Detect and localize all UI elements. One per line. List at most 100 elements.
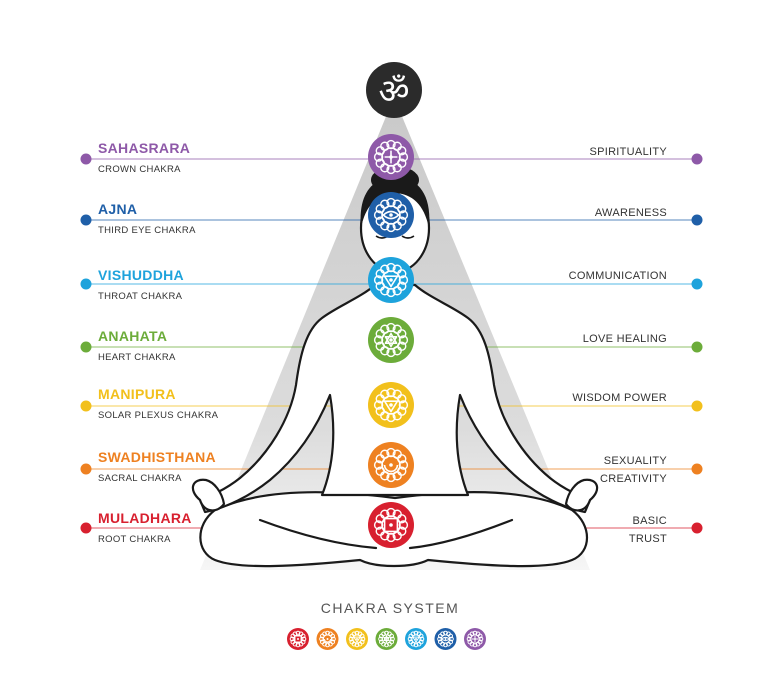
connector-dot-right xyxy=(691,153,703,165)
chakra-subtitle: SACRAL CHAKRA xyxy=(98,473,182,484)
figure-right-hand xyxy=(564,478,599,512)
theme-spirituality: SPIRITUALITY xyxy=(589,146,667,158)
chakra-inner-ring xyxy=(440,634,451,644)
chakra-inner-shape xyxy=(294,635,302,643)
chakra-label-ajna: AJNA THIRD EYE CHAKRA xyxy=(98,201,196,236)
footer-root-chakra-icon xyxy=(287,628,309,650)
chakra-inner-shape xyxy=(383,275,399,288)
chakra-inner-shape xyxy=(383,635,390,643)
om-badge xyxy=(366,62,422,118)
chakra-subtitle: HEART CHAKRA xyxy=(98,352,176,363)
connector-dot-right xyxy=(691,522,703,534)
chakra-center-dot xyxy=(389,155,393,159)
chakra-inner-ring xyxy=(381,455,401,475)
crown-chakra-icon xyxy=(368,134,414,180)
chakra-inner-shape xyxy=(441,636,450,642)
theme-love-healing: LOVE HEALING xyxy=(583,333,667,345)
connector-dot-right xyxy=(691,278,703,290)
theme-wisdom-power: WISDOM POWER xyxy=(572,392,667,404)
chakra-subtitle: THROAT CHAKRA xyxy=(98,291,183,302)
theme-creativity: CREATIVITY xyxy=(600,473,667,485)
chakra-center-dot xyxy=(389,278,393,282)
chakra-name: ANAHATA xyxy=(98,328,167,344)
chakra-label-anahata: ANAHATA HEART CHAKRA xyxy=(98,328,176,363)
theme-trust: TRUST xyxy=(629,533,667,545)
chakra-subtitle: CROWN CHAKRA xyxy=(98,164,181,175)
chakra-inner-ring xyxy=(322,634,333,644)
footer-crown-chakra-icon xyxy=(464,628,486,650)
footer-third-eye-chakra-icon xyxy=(434,628,457,650)
chakra-inner-ring xyxy=(293,634,303,644)
chakra-subtitle: SOLAR PLEXUS CHAKRA xyxy=(98,410,219,421)
chakra-inner-shape xyxy=(323,638,332,643)
chakra-name: SWADHISTHANA xyxy=(98,449,216,465)
chakra-subtitle: ROOT CHAKRA xyxy=(98,534,171,545)
connector-dot-left xyxy=(80,463,92,475)
throat-chakra-icon xyxy=(368,257,414,303)
chakra-label-sahasrara: SAHASRARA CROWN CHAKRA xyxy=(98,140,190,175)
chakra-center-dot xyxy=(326,638,329,640)
chakra-name: SAHASRARA xyxy=(98,140,190,156)
chakra-inner-ring xyxy=(352,634,362,644)
figure-left-hand xyxy=(191,478,226,512)
footer-solar-plexus-chakra-icon xyxy=(346,628,368,650)
footer-throat-chakra-icon xyxy=(405,628,427,650)
chakra-center-dot xyxy=(385,638,388,640)
chakra-inner-ring xyxy=(381,515,401,535)
chakra-inner-ring xyxy=(381,395,401,415)
chakra-name: MULADHARA xyxy=(98,510,192,526)
figure-leg-crease xyxy=(258,518,514,550)
chakra-label-muladhara: MULADHARA ROOT CHAKRA xyxy=(98,510,192,545)
chakra-subtitle: THIRD EYE CHAKRA xyxy=(98,225,196,236)
chakra-inner-shape xyxy=(383,517,399,533)
chakra-inner-shape xyxy=(382,210,400,220)
chakra-label-swadhisthana: SWADHISTHANA SACRAL CHAKRA xyxy=(98,449,216,484)
chakra-inner-ring xyxy=(381,147,401,167)
chakra-name: VISHUDDHA xyxy=(98,267,184,283)
connector-dot-right xyxy=(691,214,703,226)
chakra-center-dot xyxy=(389,403,393,407)
connector-dot-right xyxy=(691,341,703,353)
chakra-name: AJNA xyxy=(98,201,137,217)
connector-dot-left xyxy=(80,153,92,165)
sacral-chakra-icon xyxy=(368,442,414,488)
chakra-center-dot xyxy=(297,638,299,640)
chakra-inner-shape xyxy=(412,636,420,643)
chakra-center-dot xyxy=(415,638,417,640)
connector-dot-left xyxy=(80,278,92,290)
chakra-label-manipura: MANIPURA SOLAR PLEXUS CHAKRA xyxy=(98,386,219,421)
connector-dot-left xyxy=(80,522,92,534)
chakra-center-dot xyxy=(389,213,393,217)
chakra-label-vishuddha: VISHUDDHA THROAT CHAKRA xyxy=(98,267,184,302)
connector-dot-left xyxy=(80,214,92,226)
om-icon: ॐ xyxy=(378,72,409,112)
theme-communication: COMMUNICATION xyxy=(569,270,667,282)
theme-awareness: AWARENESS xyxy=(595,207,667,219)
chakra-center-dot xyxy=(389,338,393,342)
chakra-badges xyxy=(368,134,414,548)
chakra-inner-shape xyxy=(383,400,399,413)
connector-dot-left xyxy=(80,400,92,412)
chakra-inner-ring xyxy=(381,634,392,644)
chakra-inner-shape xyxy=(353,636,361,643)
chakra-center-dot xyxy=(389,523,393,527)
footer-heart-chakra-icon xyxy=(375,628,398,650)
chakra-center-dot xyxy=(444,638,447,640)
footer-chakra-icons xyxy=(287,628,486,650)
chakra-inner-ring xyxy=(411,634,421,644)
solar-plexus-chakra-icon xyxy=(368,382,414,428)
heart-chakra-icon xyxy=(368,317,414,363)
footer-sacral-chakra-icon xyxy=(316,628,339,650)
chakra-inner-shape xyxy=(384,332,398,348)
theme-basic: BASIC xyxy=(632,515,667,527)
chakra-center-dot xyxy=(474,638,476,640)
chakra-system-title: CHAKRA SYSTEM xyxy=(321,600,460,616)
chakra-inner-ring xyxy=(381,205,401,225)
chakra-inner-shape xyxy=(383,464,399,473)
connector-dot-left xyxy=(80,341,92,353)
third-eye-chakra-icon xyxy=(368,192,414,238)
chakra-inner-ring xyxy=(381,270,401,290)
theme-sexuality: SEXUALITY xyxy=(604,455,668,467)
chakra-center-dot xyxy=(356,638,358,640)
